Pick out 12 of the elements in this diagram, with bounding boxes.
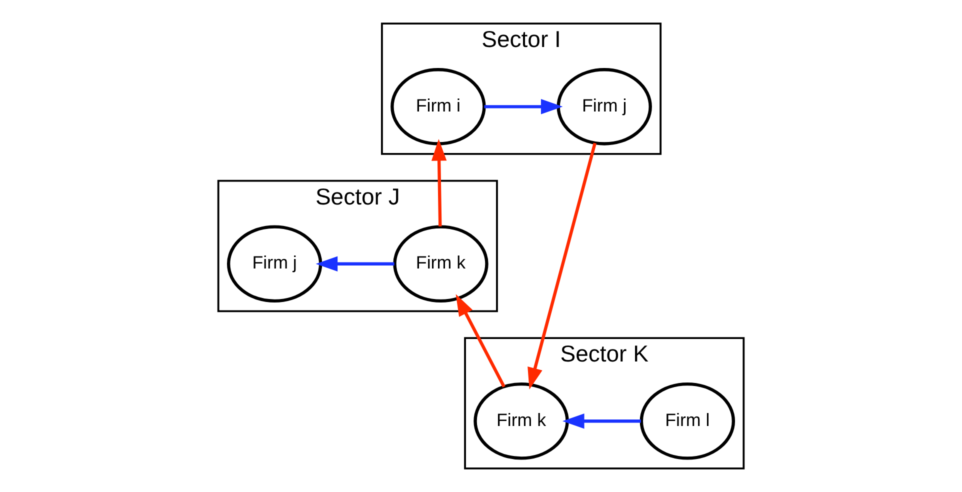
node-ellipse: Firm l (640, 382, 736, 460)
arrow (316, 256, 394, 272)
node-ellipse: Firm k (393, 225, 488, 303)
arrow (562, 413, 641, 429)
arrow (456, 294, 506, 388)
node-ellipse: Firm j (226, 225, 322, 303)
node-ellipse: Firm k (474, 382, 569, 460)
arrow (528, 142, 597, 390)
arrow (431, 139, 447, 226)
node-ellipse: Firm i (390, 68, 486, 146)
node-ellipse: Firm j (556, 68, 652, 146)
arrow (484, 99, 563, 114)
